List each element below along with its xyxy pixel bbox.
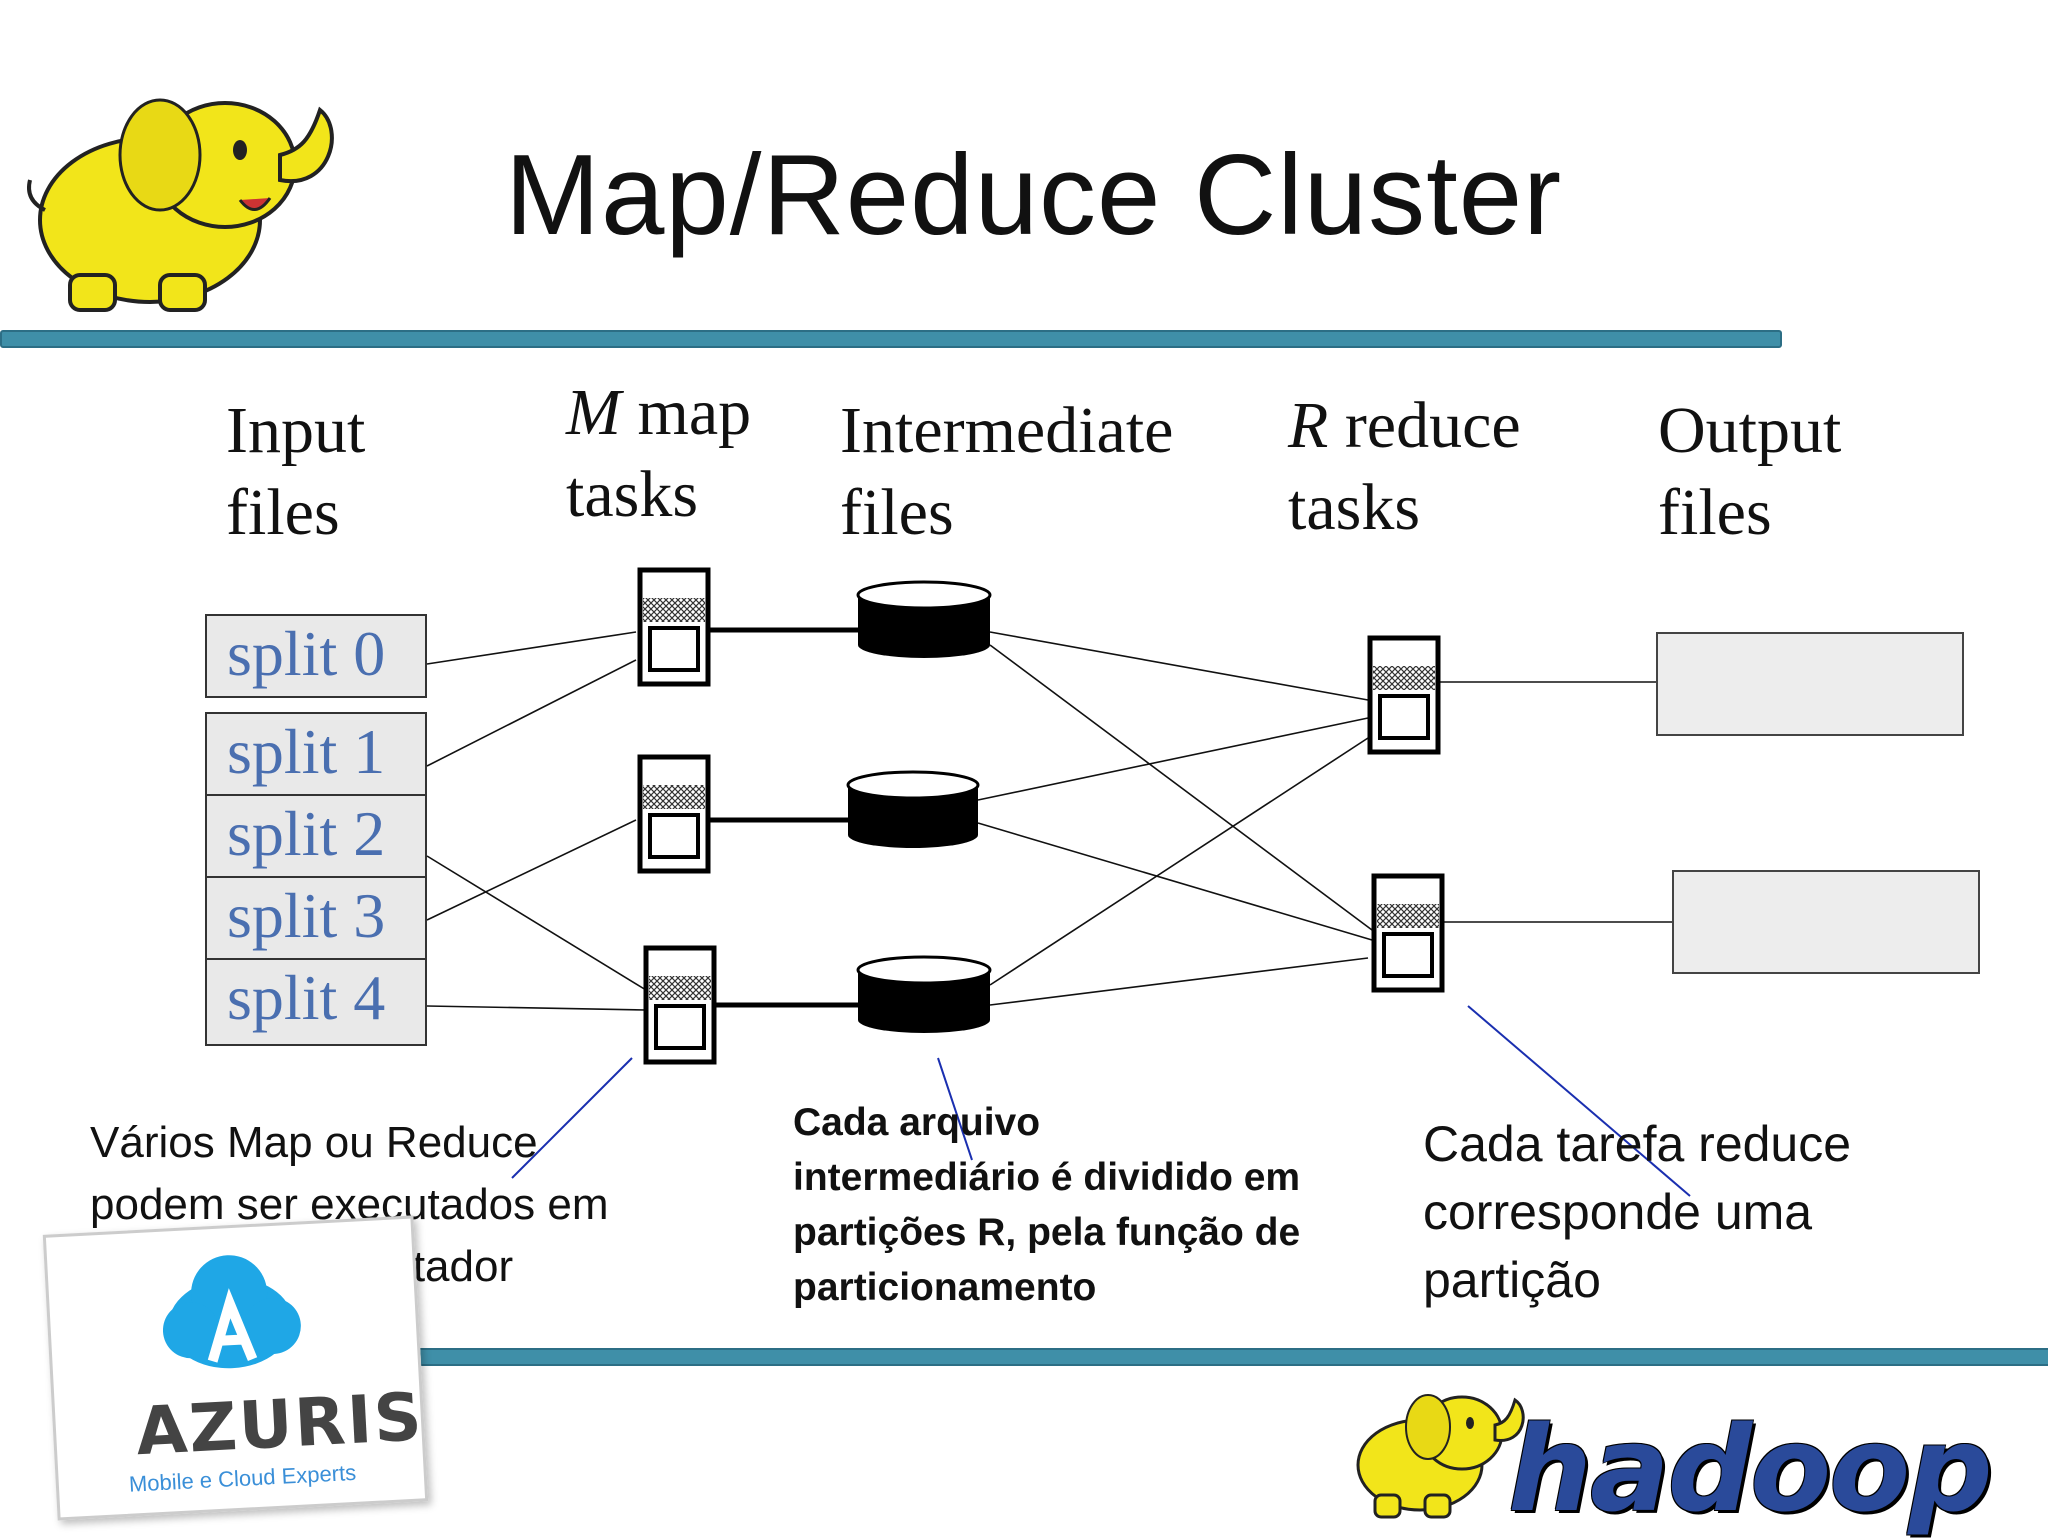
annotation-pointer-lines bbox=[511, 1005, 1691, 1197]
intermediate-file-2-icon bbox=[846, 770, 980, 848]
split-4: split 4 bbox=[205, 958, 427, 1046]
split-2: split 2 bbox=[205, 794, 427, 878]
hadoop-wordmark: hadoop bbox=[1508, 1400, 1993, 1538]
output-file-1 bbox=[1656, 632, 1964, 736]
top-divider bbox=[0, 330, 1782, 348]
azuris-logo: AZURIS Mobile e Cloud Experts bbox=[42, 1215, 429, 1521]
map-task-3-icon bbox=[643, 945, 717, 1065]
split-0: split 0 bbox=[205, 614, 427, 698]
map-to-intermediate-lines bbox=[708, 627, 858, 1008]
output-file-2 bbox=[1672, 870, 1980, 974]
header-reduce-tasks: R reduce tasks bbox=[1288, 389, 1521, 544]
map-task-2-icon bbox=[637, 754, 711, 874]
note-intermediate-partitions: Cada arquivo intermediário é dividido em… bbox=[793, 1101, 1301, 1309]
intermediate-file-1-icon bbox=[856, 580, 992, 658]
split-1: split 1 bbox=[205, 712, 427, 796]
elephant-icon bbox=[27, 98, 334, 312]
intermediate-file-3-icon bbox=[856, 955, 992, 1033]
hadoop-elephant-logo-bottom bbox=[1356, 1394, 1525, 1519]
header-input-files: Input files bbox=[226, 394, 366, 549]
header-intermediate-files: Intermediate files bbox=[840, 394, 1174, 549]
note-reduce-partition: Cada tarefa reduce corresponde uma parti… bbox=[1423, 1116, 1852, 1308]
bottom-divider bbox=[408, 1348, 2048, 1366]
reduce-task-2-icon bbox=[1371, 873, 1445, 993]
map-task-1-icon bbox=[637, 567, 711, 687]
intermediate-to-reduce-lines bbox=[977, 631, 1373, 1006]
reduce-task-1-icon bbox=[1367, 635, 1441, 755]
page-title: Map/Reduce Cluster bbox=[505, 132, 1563, 259]
split-3: split 3 bbox=[205, 876, 427, 960]
azuris-cloud-icon bbox=[162, 1255, 301, 1369]
header-output-files: Output files bbox=[1658, 394, 1842, 549]
reduce-to-output-lines bbox=[1438, 681, 1672, 923]
split-to-map-lines bbox=[426, 631, 647, 1011]
elephant-icon bbox=[1356, 1394, 1525, 1519]
header-map-tasks: M map tasks bbox=[566, 376, 752, 531]
hadoop-elephant-logo-top bbox=[27, 98, 334, 312]
azuris-wordmark: AZURIS bbox=[134, 1378, 426, 1471]
